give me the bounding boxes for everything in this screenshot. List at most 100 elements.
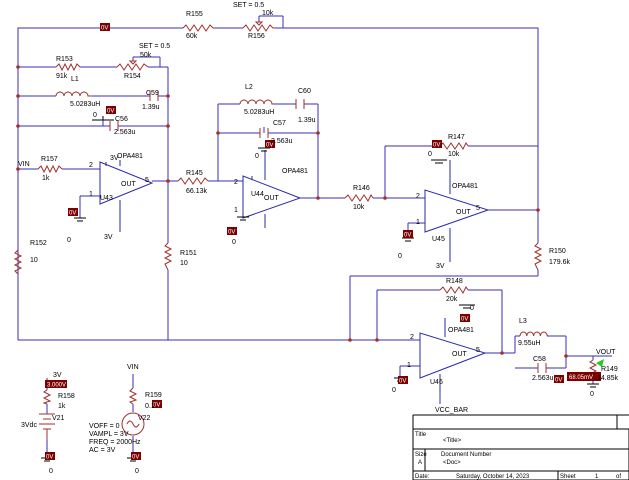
svg-text:0: 0 [590, 391, 594, 398]
inductor-L3 [519, 331, 548, 337]
svg-text:5: 5 [476, 347, 480, 354]
svg-text:1.39u: 1.39u [142, 104, 160, 111]
svg-text:R147: R147 [448, 134, 465, 141]
flag-vout-reading [567, 372, 601, 381]
flag-0v-u45 [432, 140, 442, 148]
svg-text:1k: 1k [42, 175, 50, 182]
svg-text:VIN: VIN [127, 364, 139, 371]
svg-text:R159: R159 [145, 392, 162, 399]
resistor-R146 [344, 194, 374, 202]
svg-text:60k: 60k [186, 33, 198, 40]
svg-text:1: 1 [89, 191, 93, 198]
svg-text:20k: 20k [446, 296, 458, 303]
svg-text:R146: R146 [353, 185, 370, 192]
flag-0v-c57 [265, 140, 275, 148]
flag-0v-u46 [460, 314, 470, 322]
svg-text:0: 0 [255, 153, 259, 160]
svg-text:Sheet: Sheet [560, 474, 576, 480]
svg-text:OPA481: OPA481 [452, 183, 478, 190]
title-block: Title <Title> Size A Document Number <Do… [412, 414, 629, 480]
svg-text:0: 0 [67, 237, 71, 244]
svg-text:0V: 0V [69, 211, 76, 217]
svg-text:2: 2 [89, 162, 93, 169]
svg-text:R153: R153 [56, 56, 73, 63]
svg-text:1.39u: 1.39u [298, 117, 316, 124]
svg-text:0: 0 [470, 305, 474, 312]
svg-text:U44: U44 [251, 191, 264, 198]
svg-text:0V: 0V [132, 455, 139, 461]
svg-text:1: 1 [416, 219, 420, 226]
svg-text:2: 2 [416, 193, 420, 200]
svg-text:0: 0 [428, 151, 432, 158]
opamp-U44 [242, 150, 302, 228]
resistor-R158 [42, 389, 52, 405]
svg-text:Saturday, October 14, 2023: Saturday, October 14, 2023 [456, 474, 530, 480]
svg-text:Date:: Date: [415, 474, 430, 480]
flag-0v-u45-b [403, 230, 413, 238]
svg-text:0: 0 [93, 112, 97, 119]
svg-text:OUT: OUT [264, 195, 280, 202]
svg-text:0.1: 0.1 [145, 403, 155, 410]
svg-text:9.55uH: 9.55uH [518, 340, 541, 347]
svg-text:0: 0 [135, 468, 139, 475]
svg-text:R155: R155 [186, 11, 203, 18]
svg-text:66.13k: 66.13k [186, 188, 208, 195]
svg-text:68.05mV: 68.05mV [569, 375, 593, 381]
svg-text:AC = 3V: AC = 3V [89, 447, 116, 454]
svg-text:3.000V: 3.000V [47, 383, 66, 389]
svg-text:R150: R150 [549, 248, 566, 255]
svg-text:0V: 0V [101, 26, 108, 32]
svg-text:U45: U45 [432, 236, 445, 243]
svg-text:OUT: OUT [452, 351, 468, 358]
svg-text:L3: L3 [519, 318, 527, 325]
svg-text:L2: L2 [245, 84, 253, 91]
flag-0v-u46-b [398, 376, 408, 384]
svg-text:OPA481: OPA481 [282, 168, 308, 175]
svg-text:U43: U43 [100, 195, 113, 202]
ground-symbols [41, 116, 599, 462]
svg-text:5: 5 [145, 177, 149, 184]
svg-text:10: 10 [180, 260, 188, 267]
svg-text:0V: 0V [46, 455, 53, 461]
svg-text:5.0283uH: 5.0283uH [70, 101, 100, 108]
svg-text:OUT: OUT [456, 209, 472, 216]
svg-text:1: 1 [234, 207, 238, 214]
svg-text:FREQ = 2000Hz: FREQ = 2000Hz [89, 439, 141, 446]
svg-text:U46: U46 [430, 379, 443, 386]
svg-text:0V: 0V [461, 317, 468, 323]
resistor-R157 [37, 164, 63, 174]
svg-text:0: 0 [232, 239, 236, 246]
flag-0v-c58 [554, 375, 564, 383]
svg-text:0V: 0V [399, 379, 406, 385]
svg-text:<Doc>: <Doc> [443, 460, 461, 466]
flag-0v-c56 [106, 106, 116, 114]
resistor-R156 [242, 24, 275, 32]
svg-text:R152: R152 [30, 240, 47, 247]
svg-text:C60: C60 [298, 88, 311, 95]
svg-text:VOFF = 0: VOFF = 0 [89, 423, 120, 430]
voltage-flags: 0V 0V 0V 0V 0V 0V 0V 0V 0V 0V 3.000V 0V … [45, 23, 601, 461]
svg-text:3Vdc: 3Vdc [21, 422, 37, 429]
svg-text:C56: C56 [115, 116, 128, 123]
svg-text:SET = 0.5: SET = 0.5 [233, 2, 264, 9]
svg-text:10k: 10k [448, 151, 460, 158]
svg-text:50k: 50k [140, 52, 152, 59]
svg-text:OUT: OUT [121, 181, 137, 188]
svg-text:Document Number: Document Number [441, 452, 491, 458]
opamp-U43 [99, 160, 154, 232]
svg-text:<Title>: <Title> [443, 438, 462, 444]
svg-text:OPA481: OPA481 [117, 153, 143, 160]
resistor-R148 [439, 286, 469, 294]
wires [17, 15, 612, 458]
svg-text:3V: 3V [110, 155, 119, 162]
svg-text:R157: R157 [41, 156, 58, 163]
svg-text:Title: Title [415, 432, 427, 438]
svg-text:R156: R156 [248, 33, 265, 40]
svg-text:0V: 0V [107, 109, 114, 115]
flag-0v-u44 [227, 227, 237, 235]
svg-text:10k: 10k [353, 204, 365, 211]
flag-3v [45, 380, 67, 388]
inductor-L2 [239, 99, 274, 105]
svg-text:2.563u: 2.563u [532, 375, 554, 382]
